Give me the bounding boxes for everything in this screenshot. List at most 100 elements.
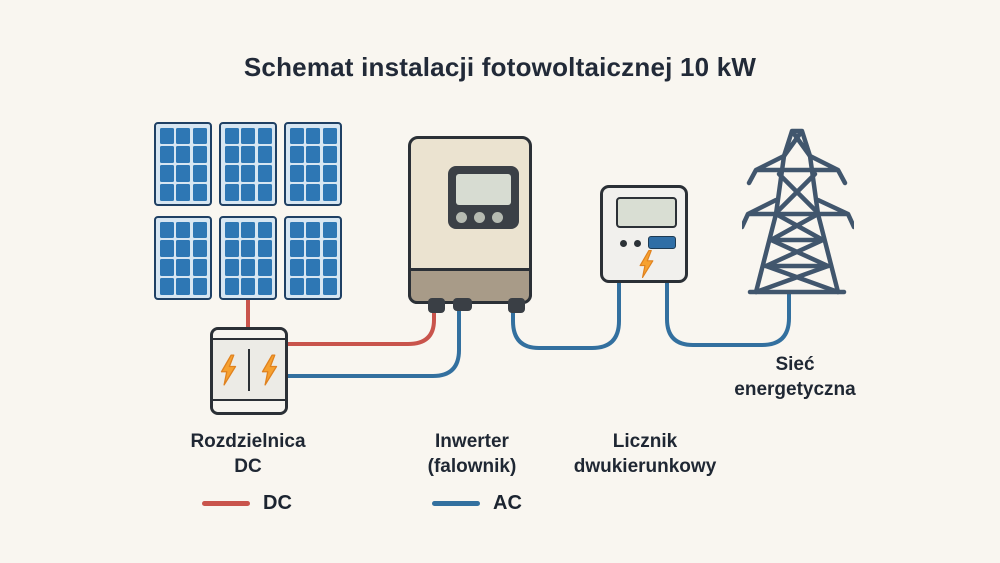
inverter-label: Inwerter (falownik) [362, 429, 582, 479]
inverter-ac-connector [508, 298, 525, 313]
solar-cell [289, 184, 304, 201]
legend-ac-label: AC [493, 491, 522, 514]
solar-cell [192, 146, 207, 163]
wire-dcbox-to-inverter [284, 302, 436, 346]
meter-label-line1: Licznik [612, 431, 678, 452]
solar-cell [257, 165, 272, 182]
solar-panel [219, 216, 277, 300]
solar-cell [241, 278, 255, 295]
solar-cell [159, 221, 174, 238]
solar-cell [176, 240, 190, 257]
solar-cell [176, 184, 190, 201]
solar-cell [241, 165, 255, 182]
solar-cell [289, 259, 304, 276]
solar-cell [322, 278, 337, 295]
solar-panel [219, 122, 277, 206]
solar-cell [176, 259, 190, 276]
solar-cell [322, 240, 337, 257]
wire-inverter-to-meter [511, 276, 621, 350]
solar-cell [192, 278, 207, 295]
grid-label-line2: energetyczna [734, 379, 856, 400]
solar-cell [306, 240, 320, 257]
solar-cell [322, 221, 337, 238]
solar-cell [322, 259, 337, 276]
solar-cell [159, 259, 174, 276]
wire-inverter-to-dcbox [284, 302, 461, 378]
diagram-title: Schemat instalacji fotowoltaicznej 10 kW [243, 52, 757, 82]
solar-cell [289, 146, 304, 163]
solar-cell [192, 259, 207, 276]
solar-cell [224, 127, 239, 144]
solar-cell [322, 146, 337, 163]
grid-label-line1: Sieć [775, 354, 815, 375]
solar-cell [241, 221, 255, 238]
dc-box-body [213, 340, 285, 399]
solar-cell [241, 127, 255, 144]
solar-cell [257, 146, 272, 163]
solar-cell [192, 240, 207, 257]
solar-cell [224, 259, 239, 276]
solar-cell [257, 221, 272, 238]
solar-cell [176, 127, 190, 144]
solar-cell [241, 184, 255, 201]
inverter-button [492, 212, 503, 223]
solar-cell [289, 127, 304, 144]
solar-cell [192, 127, 207, 144]
solar-cell [224, 165, 239, 182]
solar-cell [241, 259, 255, 276]
inverter-display [448, 166, 519, 229]
solar-cell [241, 240, 255, 257]
lightning-bolt-icon [639, 249, 654, 279]
solar-cell [176, 221, 190, 238]
solar-cell [306, 127, 320, 144]
dc-box-top-band [213, 330, 285, 340]
solar-cell [224, 221, 239, 238]
solar-cell [159, 184, 174, 201]
lightning-bolt-icon [220, 353, 236, 386]
legend-dc: DC [202, 491, 292, 515]
solar-cell [306, 278, 320, 295]
solar-cell [176, 146, 190, 163]
grid-label: Sieć energetyczna [685, 352, 905, 402]
solar-cell [159, 165, 174, 182]
dc-box-label-line1: Rozdzielnica [190, 431, 306, 452]
solar-cell [257, 278, 272, 295]
solar-cell [306, 165, 320, 182]
energy-meter [600, 185, 688, 283]
inverter-button [474, 212, 485, 223]
wire-meter-to-grid [665, 276, 791, 347]
solar-cell [289, 278, 304, 295]
inverter-label-line1: Inwerter [435, 431, 509, 452]
meter-button-dot [620, 240, 627, 247]
solar-panel [284, 122, 342, 206]
solar-cell [192, 165, 207, 182]
solar-cell [224, 240, 239, 257]
solar-cell [306, 146, 320, 163]
dc-box-label-line2: DC [234, 456, 262, 477]
solar-cell [289, 221, 304, 238]
solar-cell [322, 127, 337, 144]
meter-label: Licznik dwukierunkowy [535, 429, 755, 479]
dc-distribution-box [210, 327, 288, 415]
solar-cell [289, 240, 304, 257]
solar-cell [257, 240, 272, 257]
solar-cell [257, 127, 272, 144]
meter-blue-button [648, 236, 676, 249]
solar-cell [224, 278, 239, 295]
inverter-button [456, 212, 467, 223]
solar-cell [176, 278, 190, 295]
dc-box-label: Rozdzielnica DC [138, 429, 358, 479]
inverter-connector [453, 298, 472, 311]
solar-cell [289, 165, 304, 182]
solar-cell [192, 221, 207, 238]
solar-cell [159, 146, 174, 163]
dc-box-divider [247, 348, 251, 391]
solar-cell [241, 146, 255, 163]
solar-cell [176, 165, 190, 182]
solar-cell [159, 240, 174, 257]
meter-button-dot [634, 240, 641, 247]
inverter-label-line2: (falownik) [427, 456, 517, 477]
transmission-tower-icon [742, 128, 854, 295]
